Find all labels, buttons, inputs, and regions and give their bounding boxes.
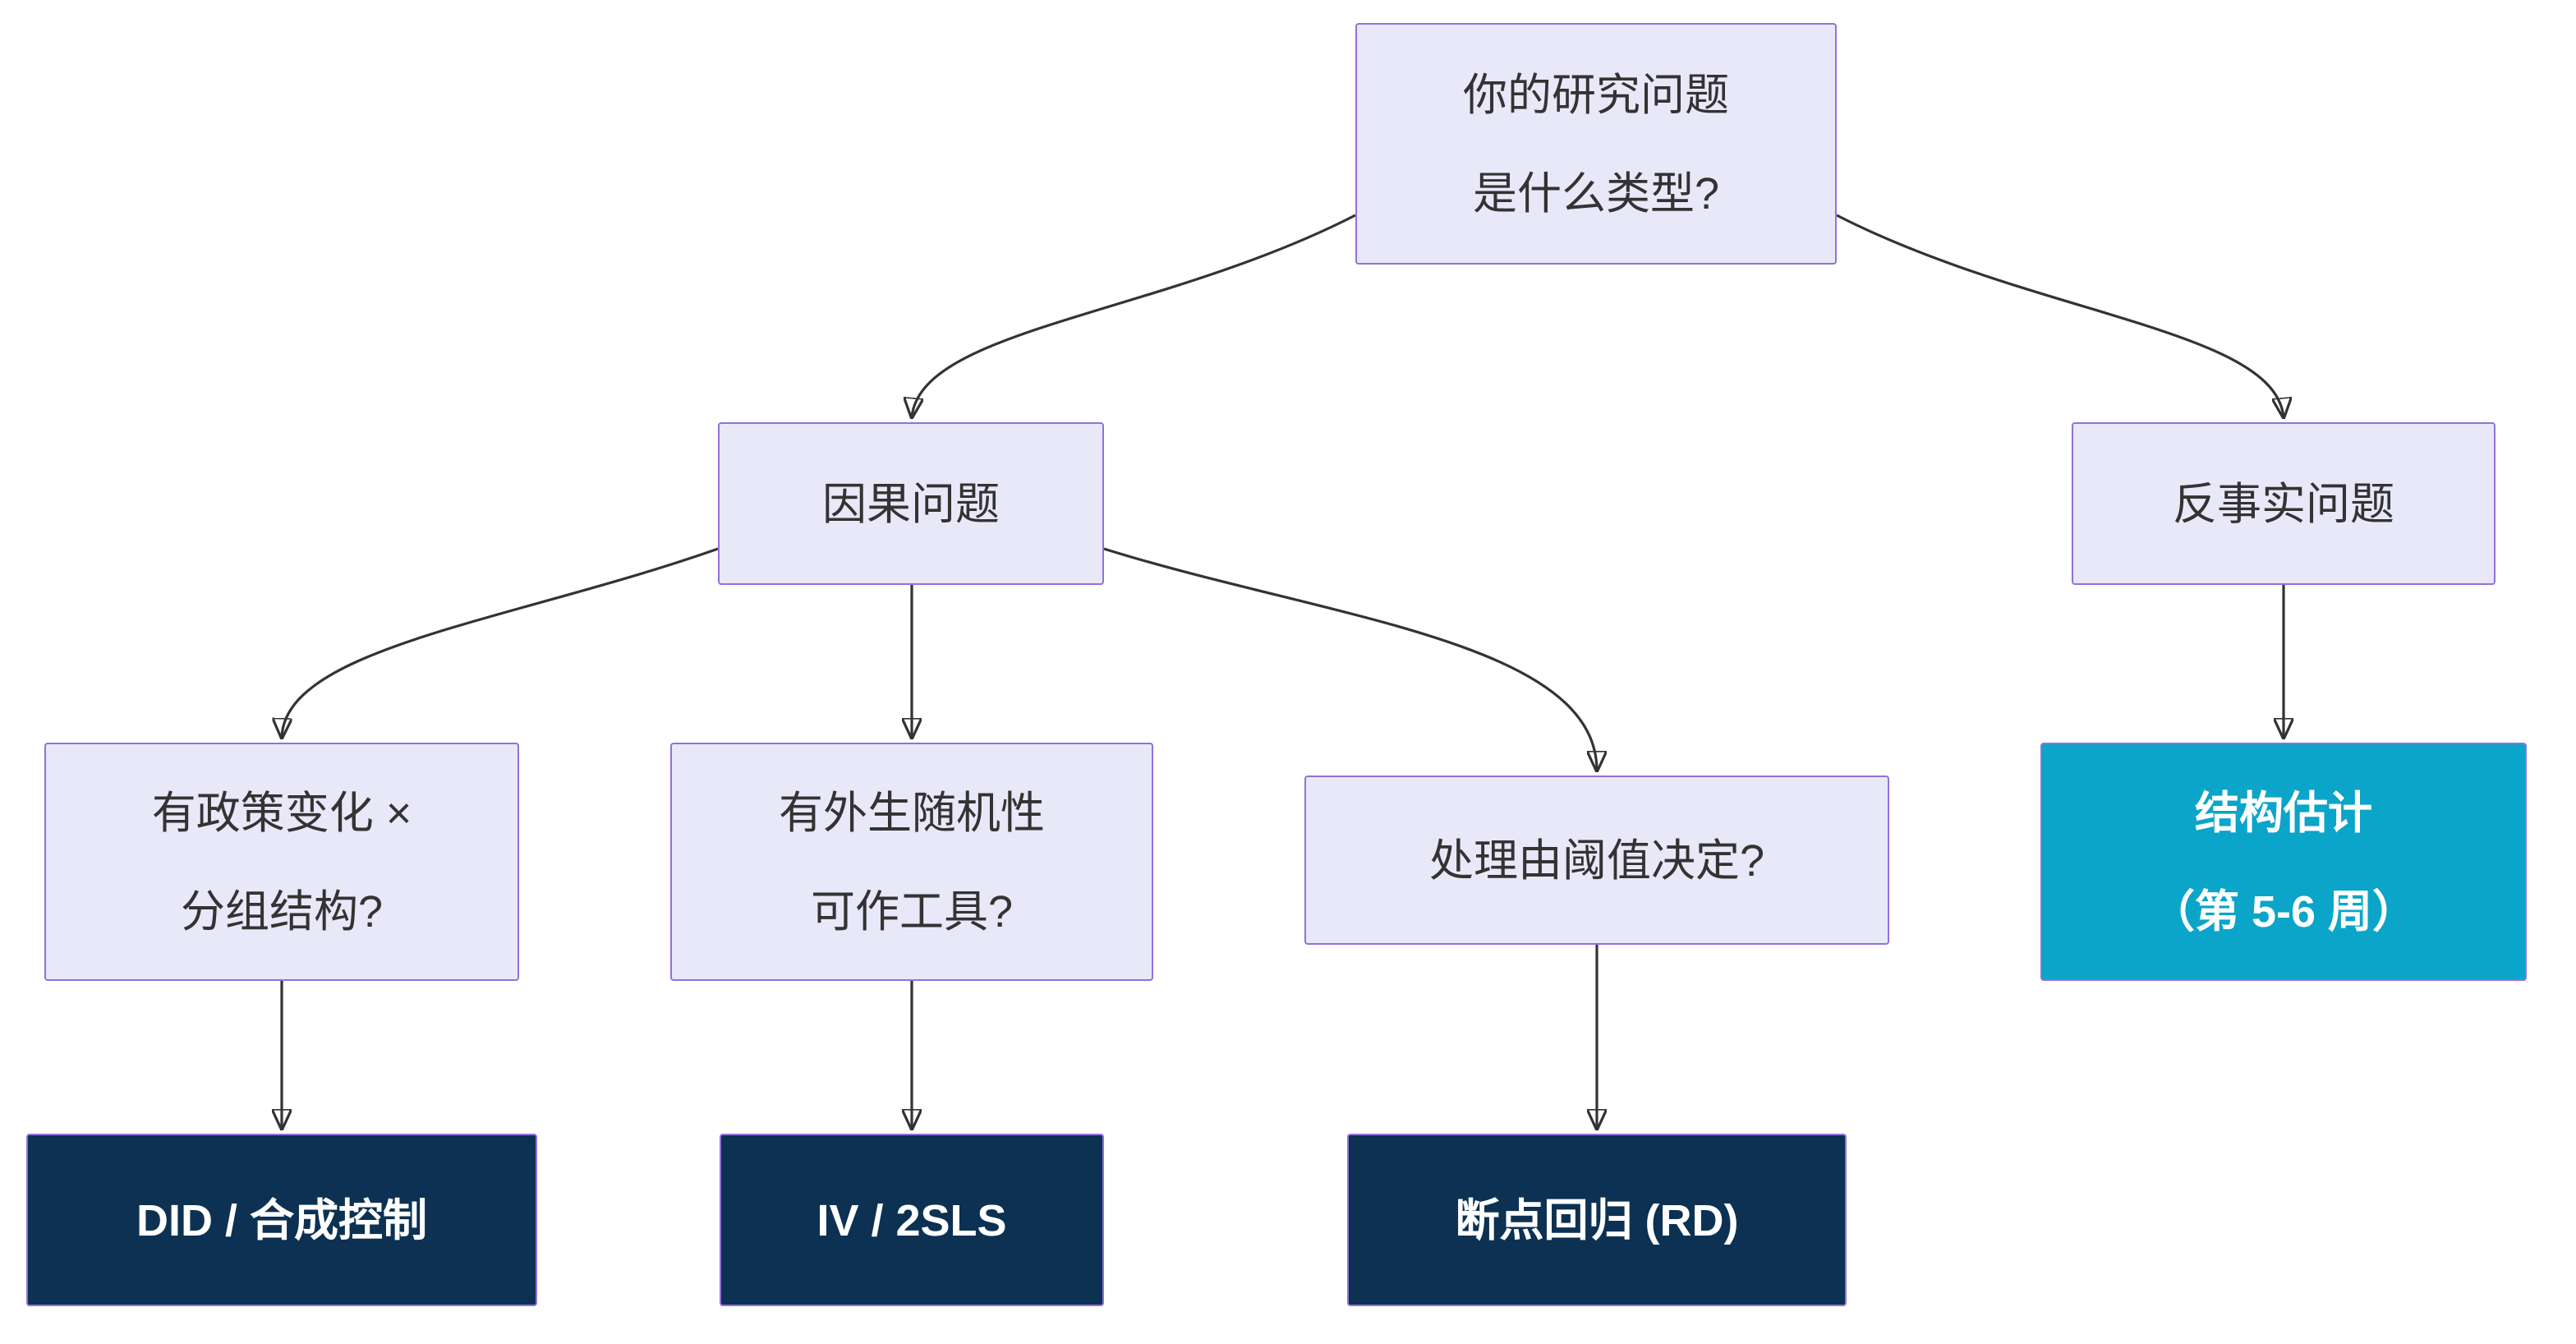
- node-label-line: 有政策变化 ×: [151, 788, 412, 837]
- node-iv-2sls: IV / 2SLS: [720, 1134, 1104, 1306]
- node-label-line: 因果问题: [822, 479, 1000, 528]
- node-did-synthetic-control: DID / 合成控制: [26, 1134, 537, 1306]
- node-label-line: IV / 2SLS: [816, 1195, 1007, 1245]
- edge-causal-to-rdq: [1103, 547, 1597, 771]
- node-label-line: 有外生随机性: [779, 788, 1045, 837]
- edge-causal-to-policy: [282, 547, 719, 738]
- node-label-line: 反事实问题: [2173, 479, 2394, 528]
- node-rd-regression: 断点回归 (RD): [1347, 1134, 1847, 1306]
- node-threshold-question: 处理由阈值决定?: [1304, 776, 1889, 945]
- node-label-line: （第 5-6 周）: [2150, 886, 2417, 936]
- node-exogenous-randomness-question: 有外生随机性 可作工具?: [670, 743, 1153, 981]
- node-label-line: 你的研究问题: [1463, 70, 1729, 119]
- edge-top-to-causal: [912, 214, 1356, 417]
- node-causal-question: 因果问题: [718, 422, 1104, 585]
- node-label-line: 断点回归 (RD): [1455, 1195, 1739, 1245]
- node-label-line: 分组结构?: [180, 886, 384, 936]
- edge-top-to-counterfactual: [1836, 214, 2284, 417]
- node-policy-variation-question: 有政策变化 × 分组结构?: [44, 743, 519, 981]
- node-label-line: 处理由阈值决定?: [1428, 835, 1765, 885]
- node-label-line: DID / 合成控制: [136, 1195, 427, 1245]
- node-label-line: 结构估计: [2195, 788, 2372, 837]
- node-label-line: 可作工具?: [810, 886, 1014, 936]
- node-research-question-type: 你的研究问题 是什么类型?: [1355, 23, 1837, 265]
- node-structural-estimation: 结构估计 （第 5-6 周）: [2040, 743, 2527, 981]
- node-counterfactual-question: 反事实问题: [2072, 422, 2496, 585]
- node-label-line: 是什么类型?: [1472, 168, 1720, 218]
